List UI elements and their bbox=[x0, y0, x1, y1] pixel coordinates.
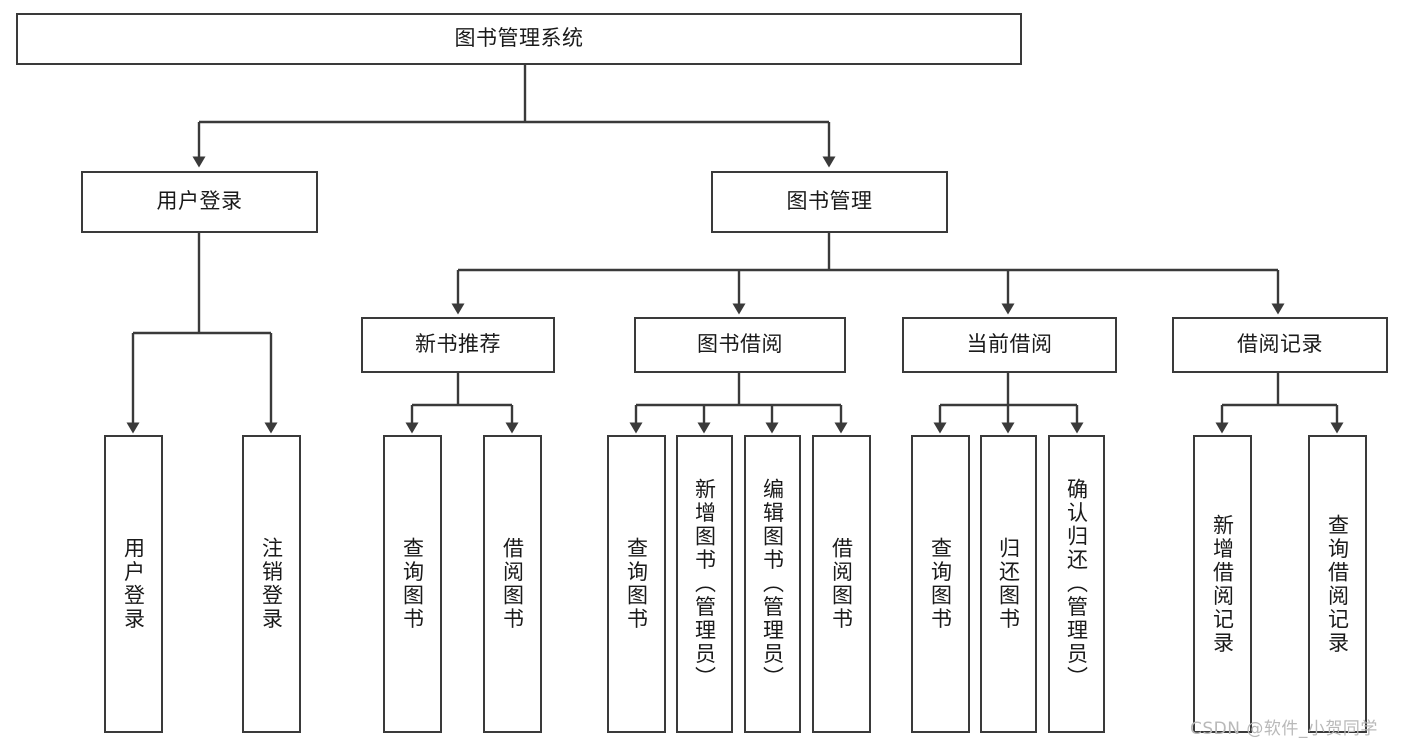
watermark: CSDN @软件_小贺同学 bbox=[1190, 719, 1378, 739]
leaf-current-confirm-return-admin[interactable]: 确认归还（管理员） bbox=[1048, 435, 1105, 733]
node-book-borrow[interactable]: 图书借阅 bbox=[634, 317, 846, 373]
node-label: 当前借阅 bbox=[966, 332, 1053, 357]
node-label: 图书管理系统 bbox=[454, 26, 584, 51]
leaf-borrow-edit-book-admin[interactable]: 编辑图书（管理员） bbox=[744, 435, 801, 733]
node-label: 图书管理 bbox=[786, 189, 873, 214]
node-user-login[interactable]: 用户登录 bbox=[81, 171, 318, 233]
node-label: 借阅图书 bbox=[500, 537, 525, 631]
leaf-records-add-record[interactable]: 新增借阅记录 bbox=[1193, 435, 1252, 733]
leaf-recommend-borrow-book[interactable]: 借阅图书 bbox=[483, 435, 542, 733]
node-label: 新增图书（管理员） bbox=[692, 478, 717, 690]
node-label: 借阅图书 bbox=[829, 537, 854, 631]
leaf-recommend-query-book[interactable]: 查询图书 bbox=[383, 435, 442, 733]
leaf-current-query-book[interactable]: 查询图书 bbox=[911, 435, 970, 733]
node-current-borrow[interactable]: 当前借阅 bbox=[902, 317, 1117, 373]
node-book-management[interactable]: 图书管理 bbox=[711, 171, 948, 233]
node-label: 图书借阅 bbox=[697, 332, 783, 357]
leaf-current-return-book[interactable]: 归还图书 bbox=[980, 435, 1037, 733]
node-label: 查询借阅记录 bbox=[1325, 513, 1350, 655]
node-label: 注销登录 bbox=[259, 537, 284, 631]
node-label: 用户登录 bbox=[121, 537, 146, 631]
node-label: 查询图书 bbox=[400, 537, 425, 631]
node-label: 归还图书 bbox=[996, 537, 1021, 631]
node-label: 用户登录 bbox=[156, 189, 243, 214]
leaf-borrow-add-book-admin[interactable]: 新增图书（管理员） bbox=[676, 435, 733, 733]
leaf-user-login-signout[interactable]: 注销登录 bbox=[242, 435, 301, 733]
leaf-borrow-query-book[interactable]: 查询图书 bbox=[607, 435, 666, 733]
leaf-records-query-record[interactable]: 查询借阅记录 bbox=[1308, 435, 1367, 733]
node-label: 查询图书 bbox=[928, 537, 953, 631]
node-label: 查询图书 bbox=[624, 537, 649, 631]
node-label: 确认归还（管理员） bbox=[1064, 478, 1089, 690]
node-label: 借阅记录 bbox=[1237, 332, 1323, 357]
node-label: 新增借阅记录 bbox=[1210, 513, 1235, 655]
node-label: 编辑图书（管理员） bbox=[760, 478, 785, 690]
node-label: 新书推荐 bbox=[415, 332, 501, 357]
leaf-borrow-borrow-book[interactable]: 借阅图书 bbox=[812, 435, 871, 733]
leaf-user-login-signin[interactable]: 用户登录 bbox=[104, 435, 163, 733]
node-root-system[interactable]: 图书管理系统 bbox=[16, 13, 1022, 65]
node-new-book-recommend[interactable]: 新书推荐 bbox=[361, 317, 555, 373]
node-borrow-records[interactable]: 借阅记录 bbox=[1172, 317, 1388, 373]
